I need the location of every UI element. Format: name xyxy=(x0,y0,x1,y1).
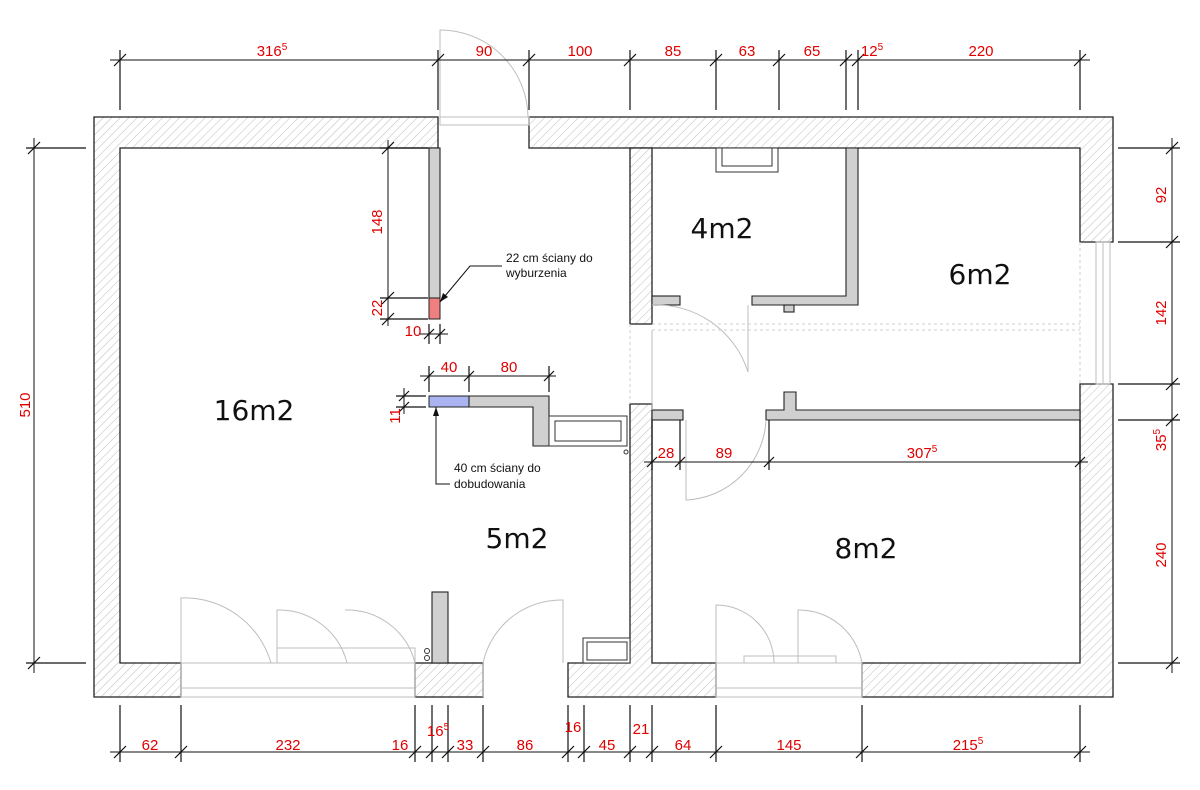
wall-bath-stub xyxy=(651,295,681,306)
balcony-door-right xyxy=(344,609,416,664)
wall-to-build xyxy=(428,395,470,408)
note-build-line2: dobudowania xyxy=(454,477,526,491)
dim-bottom-11: 145 xyxy=(776,737,801,754)
entrance-threshold xyxy=(439,116,530,126)
dim-top-1: 3165 xyxy=(257,42,288,60)
dim-bottom-5: 33 xyxy=(457,737,474,754)
wall-north-east xyxy=(528,116,1114,243)
room-label-living: 16m2 xyxy=(214,394,295,427)
dim-seg-89: 89 xyxy=(716,445,733,462)
dim-right-1: 92 xyxy=(1153,187,1170,204)
dim-bottom-3: 16 xyxy=(392,737,409,754)
dim-top-3: 100 xyxy=(567,43,592,60)
inner-walls xyxy=(428,147,1081,664)
dim-seg-11: 11 xyxy=(387,408,404,424)
note-demolish-line2: wyburzenia xyxy=(505,266,567,280)
dim-bottom-7: 16 xyxy=(565,719,582,736)
wall-south-pier xyxy=(414,662,484,698)
dim-top-8: 220 xyxy=(968,43,993,60)
note-build-line1: 40 cm ściany do xyxy=(454,461,541,475)
dim-right-2: 142 xyxy=(1153,300,1170,325)
dim-right-4: 240 xyxy=(1153,542,1170,567)
dim-bottom-1: 62 xyxy=(142,737,159,754)
dim-bottom-8: 45 xyxy=(599,737,616,754)
outer-walls xyxy=(93,116,1114,698)
dim-bottom-4: 165 xyxy=(427,722,450,740)
dim-top-7: 125 xyxy=(861,42,884,60)
dim-top-4: 85 xyxy=(665,43,682,60)
room8-door xyxy=(685,419,767,501)
wall-bath-west xyxy=(629,147,653,325)
note-demolish-line1: 22 cm ściany do xyxy=(506,251,593,265)
dim-bottom-10: 64 xyxy=(675,737,692,754)
wall-east-lower xyxy=(861,383,1114,698)
wall-north-west xyxy=(93,116,439,698)
room-label-bedroom: 8m2 xyxy=(835,532,898,565)
wall-room8-stub xyxy=(651,409,684,421)
dim-bottom-9: 21 xyxy=(633,721,650,738)
room-label-hall: 5m2 xyxy=(486,522,549,555)
hall-cabinet-inner xyxy=(554,420,622,442)
room8-window-frame xyxy=(715,662,863,698)
wall-hall-segment xyxy=(468,395,550,447)
fixtures xyxy=(180,29,1111,698)
dim-wall-22: 22 xyxy=(369,300,386,317)
dim-bottom-6: 86 xyxy=(517,737,534,754)
dim-wall-10: 10 xyxy=(405,323,422,340)
dim-seg-80: 80 xyxy=(501,359,518,376)
dim-left: 510 xyxy=(17,392,34,417)
dim-seg-40: 40 xyxy=(441,359,458,376)
balcony-radiator xyxy=(276,647,416,664)
dim-top-2: 90 xyxy=(476,43,493,60)
room-label-kitchen: 6m2 xyxy=(949,258,1012,291)
balcony-door-mid xyxy=(276,609,348,664)
hall-door-bottom xyxy=(482,599,564,697)
kitchen-cabinet-inner xyxy=(586,641,628,661)
wall-bath-east xyxy=(751,147,859,306)
room-labels: 16m2 4m2 6m2 5m2 8m2 xyxy=(214,212,1012,565)
wall-closet xyxy=(431,591,449,664)
balcony-door-left xyxy=(180,597,272,664)
entrance-door xyxy=(439,29,529,118)
side-dimension-labels: 510 92 142 355 240 xyxy=(17,187,1170,568)
wall-south-middle xyxy=(567,403,717,698)
dim-wall-148: 148 xyxy=(369,209,386,234)
dimension-lines xyxy=(26,50,1180,762)
wall-to-demolish xyxy=(428,297,441,320)
dim-top-6: 65 xyxy=(804,43,821,60)
top-dimension-labels: 3165 90 100 85 63 65 125 220 xyxy=(257,42,994,60)
bottom-dimension-labels: 62 232 16 165 33 86 16 45 21 64 145 2155 xyxy=(142,719,984,754)
wall-bath-nub xyxy=(783,304,795,313)
wall-room8-north xyxy=(765,391,1081,421)
bath-window-inner xyxy=(721,147,773,167)
wall-partition-left xyxy=(428,147,441,299)
annotations: 22 cm ściany do wyburzenia 40 cm ściany … xyxy=(454,251,593,491)
dim-right-3: 355 xyxy=(1152,428,1170,451)
bath-door xyxy=(651,304,749,373)
dim-seg-28: 28 xyxy=(658,445,675,462)
dim-top-5: 63 xyxy=(739,43,756,60)
room8-door-right xyxy=(797,609,863,664)
room-label-bathroom: 4m2 xyxy=(691,212,754,245)
balcony-frame xyxy=(180,662,416,698)
room8-radiator xyxy=(743,655,837,664)
dim-seg-307: 3075 xyxy=(907,444,938,462)
dim-bottom-2: 232 xyxy=(275,737,300,754)
inner-dimension-labels: 148 22 10 40 80 11 28 89 3075 xyxy=(369,209,938,462)
dim-bottom-12: 2155 xyxy=(953,736,984,754)
room8-door-left xyxy=(715,604,775,664)
